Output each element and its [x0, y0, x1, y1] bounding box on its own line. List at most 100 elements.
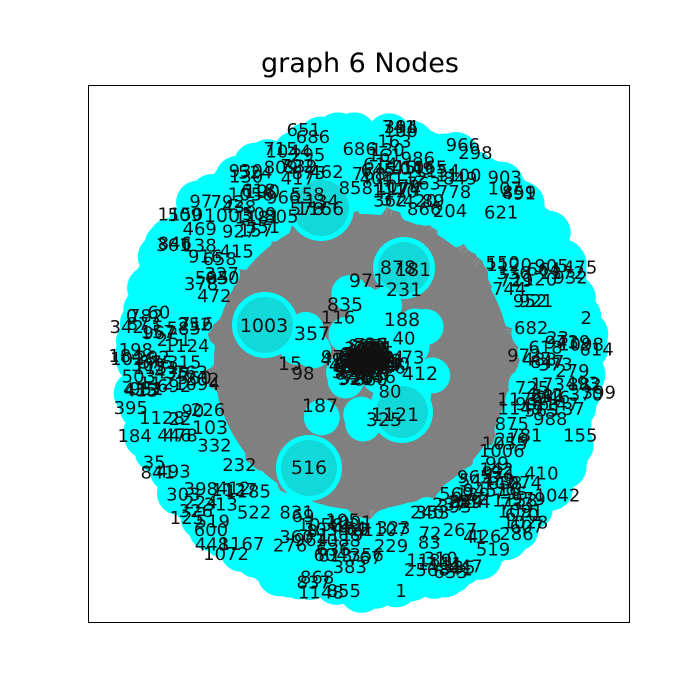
- ring-node-label: 1148: [298, 583, 344, 604]
- ring-node: [517, 336, 550, 369]
- ring-node-label: 519: [196, 511, 230, 532]
- ring-node-label: 1185: [225, 481, 271, 502]
- ring-node-label: 35: [143, 453, 166, 474]
- ring-node-label: 733: [500, 494, 534, 515]
- ring-node-label: 630: [205, 268, 239, 289]
- ring-node-label: 921: [519, 291, 553, 312]
- ring-node-label: 1054: [304, 520, 350, 541]
- node-label-40: 40: [393, 329, 416, 350]
- center-node-label: 302: [361, 352, 395, 373]
- center-node-label: 752: [348, 354, 382, 375]
- ring-node-label: 1119: [318, 525, 364, 546]
- ring-node-label: 37: [381, 189, 404, 210]
- ring-node-label: 395: [114, 398, 148, 419]
- center-node-label: 750: [340, 351, 374, 372]
- ring-node-label: 195: [326, 510, 360, 531]
- ring-node-label: 875: [495, 414, 529, 435]
- ring-node-label: 69: [346, 519, 369, 540]
- ring-node-label: 373: [538, 354, 572, 375]
- ring-node-label: 1189: [406, 551, 452, 572]
- ring-node-label: 1098: [558, 334, 604, 355]
- ring-node-label: 484: [332, 519, 366, 540]
- center-node-label: 294: [345, 352, 379, 373]
- ring-node-label: 614: [363, 154, 397, 175]
- center-node-label: 700: [351, 356, 385, 377]
- center-node-label: 118: [356, 364, 390, 385]
- center-node-label: 769: [352, 337, 386, 358]
- ring-node-label: 932: [553, 268, 587, 289]
- ring-node-label: 565: [524, 401, 558, 422]
- center-node-label: 244: [351, 344, 385, 365]
- ring-node-label: 16: [498, 480, 521, 501]
- center-node-label: 945: [349, 361, 383, 382]
- ring-node-label: 1094: [174, 374, 220, 395]
- ring-node-label: 393: [437, 497, 471, 518]
- ring-node-label: 79: [492, 470, 515, 491]
- ring-node-label: 519: [476, 540, 510, 561]
- ring-node-label: 858: [488, 473, 522, 494]
- ring-node-label: 1056: [228, 185, 274, 206]
- ring-node-label: 219: [495, 429, 529, 450]
- ring-node-label: 946: [536, 388, 570, 409]
- node-label-835: 835: [327, 294, 363, 316]
- ring-node-label: 276: [273, 536, 307, 557]
- ring-node-label: 725: [515, 378, 549, 399]
- ring-node-label: 781: [508, 426, 542, 447]
- center-node-label: 877: [345, 352, 379, 373]
- ring-node-label: 560: [177, 368, 211, 389]
- ring-node-label: 551: [246, 217, 280, 238]
- ring-node-label: 631: [531, 386, 565, 407]
- center-node-label: 717: [354, 335, 388, 356]
- ring-node-label: 493: [565, 374, 599, 395]
- ring-node-label: 805: [264, 206, 298, 227]
- ring-node-label: 447: [448, 556, 482, 577]
- ring-node-label: 1167: [218, 534, 264, 555]
- ring-node-label: 89: [422, 191, 445, 212]
- ring-node-label: 353: [415, 502, 449, 523]
- ring-node-label: 147: [545, 394, 579, 415]
- ring-node-label: 378: [184, 274, 218, 295]
- ring-node-label: 435: [123, 380, 157, 401]
- ring-node-label: 1058: [298, 515, 344, 536]
- ring-node-label: 157: [141, 322, 175, 343]
- ring-node-label: 229: [374, 536, 408, 557]
- ring-node-label: 202: [185, 369, 219, 390]
- ring-node-label: 921: [482, 463, 516, 484]
- node-label-190: 190: [244, 181, 280, 203]
- center-node-label: 758: [345, 352, 379, 373]
- ring-node-label: 298: [458, 143, 492, 164]
- inner-node: [326, 354, 363, 391]
- node-label-103: 103: [192, 417, 228, 439]
- ring-node-label: 682: [514, 318, 548, 339]
- ring-node-label: 839: [283, 156, 317, 177]
- ring-node-label: 356: [350, 545, 384, 566]
- ring-node-label: 744: [492, 279, 526, 300]
- node-1121: [376, 386, 428, 438]
- ring-node-label: 739: [556, 332, 590, 353]
- center-node-label: 187: [344, 346, 378, 367]
- ring-node-label: 41: [463, 527, 486, 548]
- ring-node-label: 809: [264, 158, 298, 179]
- graph-title: graph 6 Nodes: [261, 48, 459, 79]
- ring-node-label: 1072: [203, 544, 249, 565]
- center-node-label: 921: [340, 351, 374, 372]
- ring-node-label: 575: [139, 352, 173, 373]
- ring-node-label: 267: [443, 520, 477, 541]
- ring-node-label: 692: [157, 376, 191, 397]
- node-1166: [293, 180, 349, 236]
- ring-node-label: 139: [456, 484, 490, 505]
- ring-node-label: 448: [195, 534, 229, 555]
- ring-node-label: 362: [373, 191, 407, 212]
- ring-node-label: 952: [513, 291, 547, 312]
- ring-node-label: 1049: [388, 159, 434, 180]
- center-node-label: 520: [339, 368, 373, 389]
- inner-node: [303, 399, 340, 436]
- ring-node-label: 370: [569, 384, 603, 405]
- ring-node-label: 256: [404, 560, 438, 581]
- ring-node-label: 813: [318, 545, 352, 566]
- ring-node-label: 618: [241, 180, 275, 201]
- center-node-label: 162: [342, 352, 376, 373]
- node-label-15: 15: [278, 353, 302, 375]
- ring-node-label: 493: [156, 461, 190, 482]
- ring-node-label: 295: [291, 145, 325, 166]
